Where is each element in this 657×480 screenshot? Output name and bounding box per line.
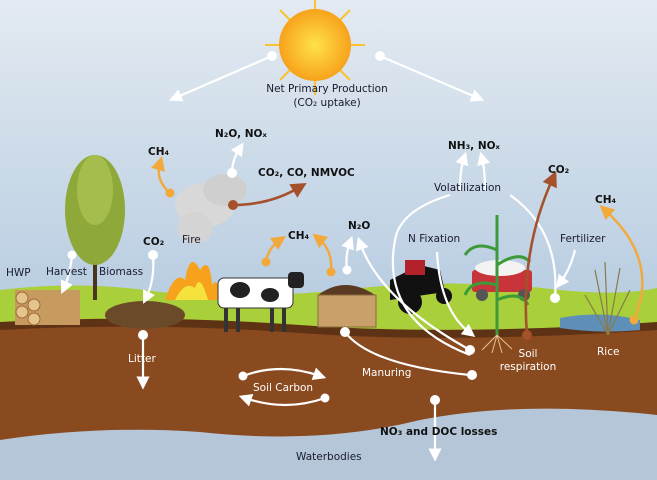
- flux-arrows: [60, 142, 644, 462]
- label-co2-biomass: CO₂: [143, 236, 165, 248]
- manure-pile-icon: [317, 285, 377, 328]
- label-litter: Litter: [128, 353, 156, 365]
- label-soil-respiration-1: Soil: [519, 348, 538, 360]
- rice-plant-icon: [584, 261, 631, 336]
- label-rice: Rice: [597, 346, 619, 358]
- wood-logs-icon: [15, 290, 80, 326]
- label-co2-soil: CO₂: [548, 164, 570, 176]
- label-ch4-rice: CH₄: [595, 194, 616, 206]
- biomass-debris-icon: [105, 301, 185, 329]
- label-manuring: Manuring: [362, 367, 411, 379]
- label-waterbodies: Waterbodies: [296, 451, 362, 463]
- label-ch4-livestock: CH₄: [288, 230, 309, 242]
- label-nh3-nox: NH₃, NOₓ: [448, 140, 501, 152]
- label-no3-doc-losses: NO₃ and DOC losses: [380, 426, 497, 438]
- sun-icon: [265, 0, 365, 95]
- roots-icon: [481, 334, 513, 354]
- label-harvest: Harvest: [46, 266, 87, 278]
- label-n2o-nox: N₂O, NOₓ: [215, 128, 267, 140]
- label-soil-respiration-2: respiration: [500, 361, 556, 373]
- tractor-icon: [390, 260, 532, 314]
- label-biomass: Biomass: [99, 266, 143, 278]
- label-n-fixation: N Fixation: [408, 233, 460, 245]
- label-fertilizer: Fertilizer: [560, 233, 606, 245]
- label-soil-carbon: Soil Carbon: [253, 382, 313, 394]
- fire-icon: [165, 174, 247, 300]
- label-hwp: HWP: [6, 267, 31, 279]
- waterbodies-area: [0, 408, 657, 480]
- label-volatilization: Volatilization: [434, 182, 501, 194]
- npp-arrow-right: [379, 54, 485, 102]
- tree-icon: [65, 155, 125, 300]
- npp-subtitle: (CO₂ uptake): [293, 97, 360, 109]
- npp-arrow-left: [168, 54, 273, 102]
- label-n2o-manure: N₂O: [348, 220, 370, 232]
- cow-icon: [217, 272, 304, 332]
- rice-paddy-water: [560, 314, 640, 332]
- label-fire: Fire: [182, 234, 201, 246]
- label-co2-co-nmvoc: CO₂, CO, NMVOC: [258, 167, 355, 179]
- label-ch4-fire: CH₄: [148, 146, 169, 158]
- npp-title: Net Primary Production: [266, 83, 388, 95]
